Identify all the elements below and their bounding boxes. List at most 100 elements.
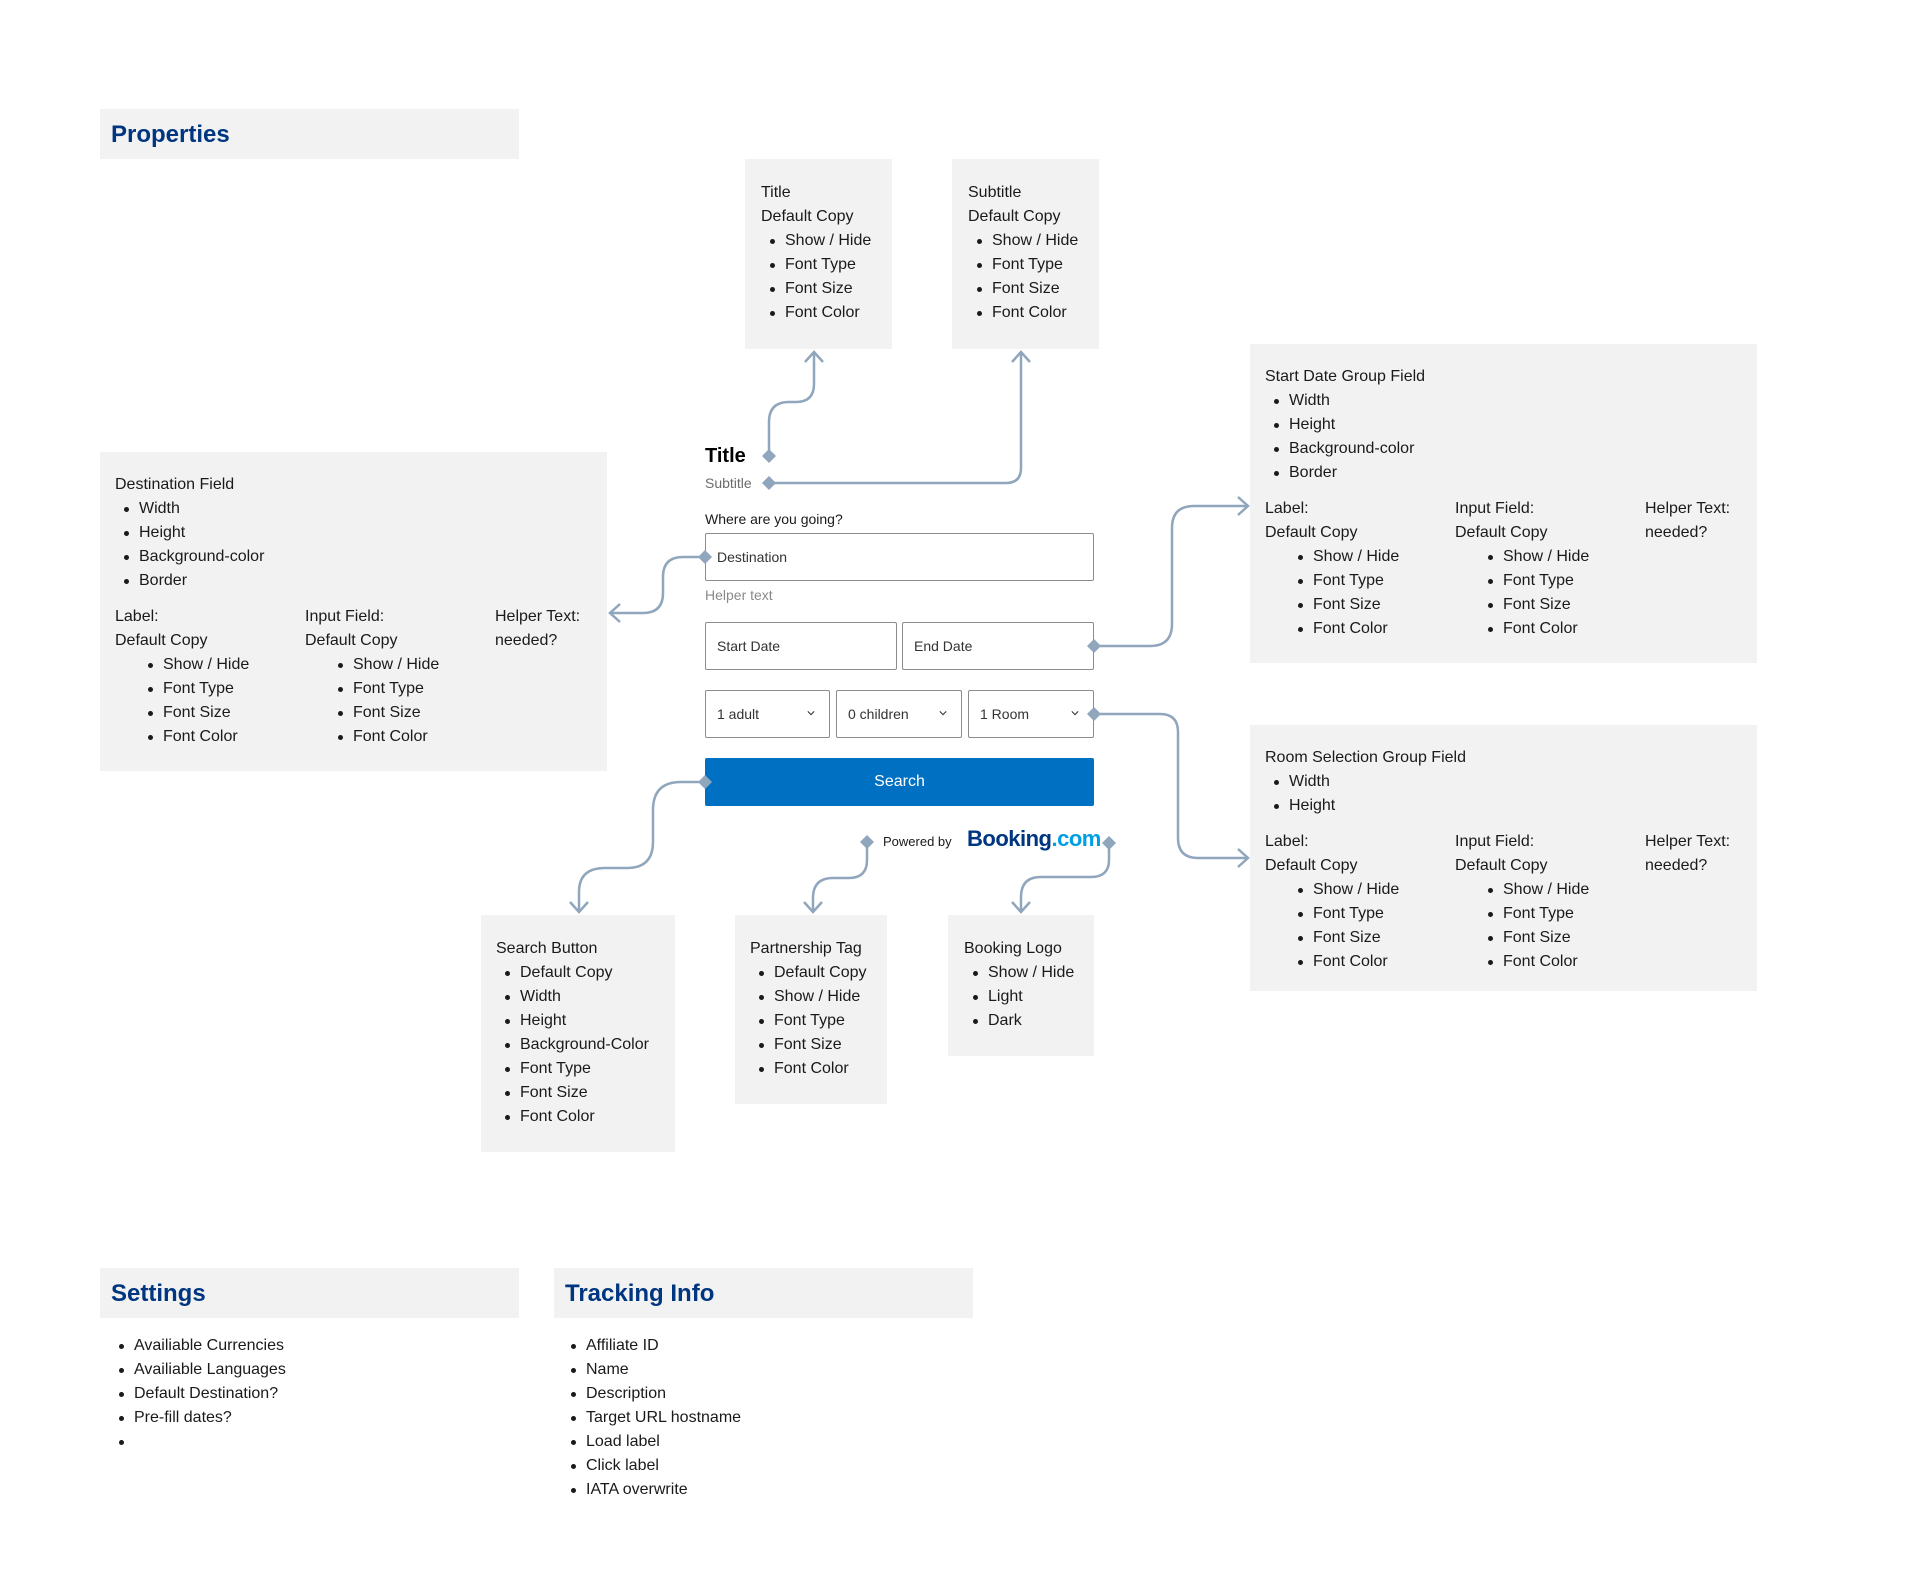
- box-heading: Start Date Group Field: [1265, 368, 1426, 385]
- column-subheading: Default Copy: [1265, 857, 1358, 874]
- widget-subtitle: Subtitle: [705, 475, 752, 491]
- anchor-diamond: [698, 550, 712, 564]
- property-list: Show / Hide Font Type Font Size Font Col…: [1455, 545, 1589, 641]
- tracking-title: Tracking Info: [565, 1280, 715, 1307]
- arrowhead: [1011, 350, 1031, 363]
- list-item: Width: [1274, 770, 1757, 794]
- list-item: Light: [973, 985, 1094, 1009]
- list-item: Show / Hide: [148, 653, 305, 677]
- connector-rooms: [1094, 712, 1248, 860]
- list-item: Height: [1274, 413, 1757, 437]
- property-list: Show / Hide Font Type Font Size Font Col…: [1455, 878, 1589, 974]
- list-item: Width: [505, 985, 675, 1009]
- list-item: Default Destination?: [119, 1382, 286, 1406]
- title-properties-box: Title Default Copy Show / Hide Font Type…: [745, 159, 892, 349]
- list-item: Background-color: [1274, 437, 1757, 461]
- property-list: Width Height Background-color Border: [1265, 389, 1757, 485]
- list-item: Default Copy: [759, 961, 887, 985]
- list-item: Font Type: [770, 253, 892, 277]
- list-item: Font Type: [148, 677, 305, 701]
- list-item: Background-Color: [505, 1033, 675, 1057]
- connector-search: [577, 780, 705, 912]
- connector-logo: [1019, 843, 1111, 912]
- list-item: Show / Hide: [338, 653, 495, 677]
- box-heading: Room Selection Group Field: [1265, 749, 1466, 766]
- input-col: Input Field: Default Copy Show / Hide Fo…: [305, 605, 495, 749]
- booking-logo-properties-box: Booking Logo Show / Hide Light Dark: [948, 915, 1094, 1056]
- column-subheading: needed?: [1645, 524, 1708, 541]
- label-col: Label: Default Copy Show / Hide Font Typ…: [115, 605, 305, 749]
- box-heading: Destination Field: [115, 476, 235, 493]
- list-item: Font Color: [1297, 617, 1399, 641]
- list-item: Width: [124, 497, 607, 521]
- start-date-input[interactable]: Start Date: [705, 622, 897, 670]
- end-date-input[interactable]: End Date: [902, 622, 1094, 670]
- property-list: Width Height Background-color Border: [115, 497, 607, 593]
- column-subheading: Default Copy: [305, 632, 398, 649]
- column-subheading: Default Copy: [1455, 524, 1548, 541]
- chevron-down-icon: [807, 711, 815, 716]
- room-selection-properties-box: Room Selection Group Field Width Height …: [1250, 725, 1757, 991]
- column-heading: Helper Text:: [495, 608, 581, 625]
- list-item: Font Size: [505, 1081, 675, 1105]
- arrowhead: [608, 603, 621, 623]
- arrowhead: [1011, 901, 1031, 914]
- list-item: Height: [1274, 794, 1757, 818]
- list-item: Load label: [570, 1430, 741, 1454]
- anchor-diamond: [860, 835, 874, 849]
- box-heading: Search Button: [496, 940, 598, 957]
- widget-title: Title: [705, 445, 746, 467]
- list-item: Border: [124, 569, 607, 593]
- anchor-diamond: [1102, 836, 1116, 850]
- list-item: Width: [1274, 389, 1757, 413]
- list-item: Show / Hide: [770, 229, 892, 253]
- destination-input[interactable]: Destination: [705, 533, 1094, 581]
- chevron-down-icon: [1071, 711, 1079, 716]
- column-subheading: Default Copy: [1265, 524, 1358, 541]
- list-item: Border: [1274, 461, 1757, 485]
- list-item: IATA overwrite: [570, 1478, 741, 1502]
- children-value: 0 children: [848, 706, 909, 722]
- list-item: Show / Hide: [973, 961, 1094, 985]
- search-button-properties-box: Search Button Default Copy Width Height …: [481, 915, 675, 1152]
- list-item: Font Type: [338, 677, 495, 701]
- input-column: Input Field: Default Copy Show / Hide Fo…: [305, 605, 495, 749]
- property-list: Show / Hide Light Dark: [964, 961, 1094, 1033]
- column-heading: Helper Text:: [1645, 833, 1731, 850]
- settings-list: Availiable Currencies Availiable Languag…: [100, 1334, 286, 1454]
- tracking-header: Tracking Info: [554, 1268, 973, 1318]
- box-subheading: Default Copy: [968, 208, 1061, 225]
- list-item: Font Size: [1297, 926, 1399, 950]
- list-item: Font Type: [759, 1009, 887, 1033]
- property-list: Default Copy Width Height Background-Col…: [496, 961, 675, 1129]
- property-list: Show / Hide Font Type Font Size Font Col…: [1265, 878, 1399, 974]
- list-item: Font Size: [1297, 593, 1399, 617]
- list-item: Font Size: [759, 1033, 887, 1057]
- adults-value: 1 adult: [717, 706, 760, 722]
- box-subheading: Default Copy: [761, 208, 854, 225]
- arrowhead: [803, 901, 823, 914]
- adults-select[interactable]: 1 adult: [705, 690, 830, 738]
- anchor-diamond: [762, 449, 776, 463]
- list-item: Pre-fill dates?: [119, 1406, 286, 1430]
- destination-properties-box: Destination Field Width Height Backgroun…: [100, 452, 607, 771]
- list-item: Default Copy: [505, 961, 675, 985]
- search-button[interactable]: Search: [705, 758, 1094, 806]
- children-select[interactable]: 0 children: [836, 690, 962, 738]
- list-item: Font Type: [1297, 569, 1399, 593]
- property-list: Show / Hide Font Type Font Size Font Col…: [115, 653, 305, 749]
- column-subheading: Default Copy: [115, 632, 208, 649]
- logo-wordmark: Booking: [967, 826, 1052, 851]
- connector-title: [767, 352, 816, 456]
- column-heading: Label:: [1265, 500, 1309, 517]
- list-item: Font Size: [1487, 593, 1589, 617]
- connector-dates: [1094, 504, 1248, 648]
- rooms-value: 1 Room: [980, 706, 1030, 722]
- label-column: Label: Default Copy Show / Hide Font Typ…: [115, 605, 305, 749]
- column-heading: Input Field:: [1455, 833, 1535, 850]
- list-item: Font Size: [148, 701, 305, 725]
- subtitle-properties-box: Subtitle Default Copy Show / Hide Font T…: [952, 159, 1099, 349]
- arrowhead: [1237, 848, 1250, 868]
- list-item: Target URL hostname: [570, 1406, 741, 1430]
- list-item: Show / Hide: [759, 985, 887, 1009]
